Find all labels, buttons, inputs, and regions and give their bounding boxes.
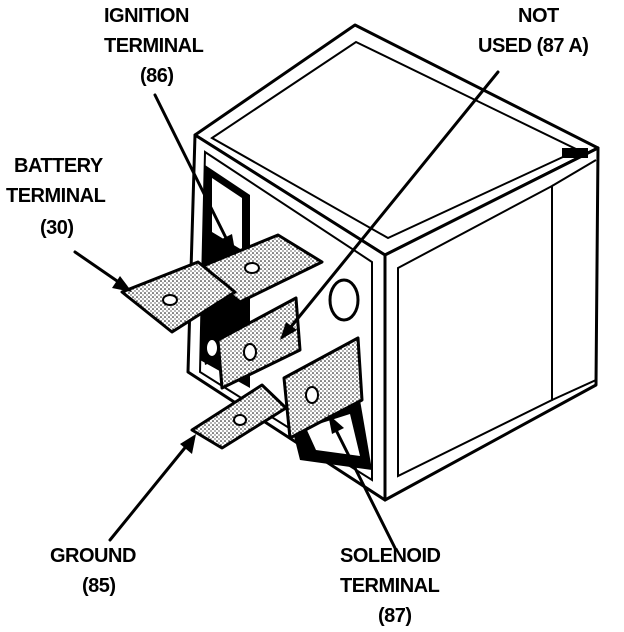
- label-not-used: NOT USED (87 A): [478, 5, 589, 57]
- battery-arrowhead: [112, 276, 132, 292]
- label-solenoid-line3: (87): [378, 605, 412, 627]
- label-solenoid-terminal: SOLENOID TERMINAL (87): [340, 545, 441, 627]
- terminal-87a-blade: [200, 296, 302, 390]
- terminal-30-blade: [120, 260, 237, 334]
- label-battery-line1: BATTERY: [14, 155, 104, 177]
- not-used-arrowhead: [280, 322, 297, 340]
- label-battery-line3: (30): [40, 217, 74, 239]
- label-ground: GROUND (85): [50, 545, 136, 597]
- label-solenoid-line2: TERMINAL: [340, 575, 440, 597]
- not-used-leader: [288, 70, 500, 330]
- ground-arrowhead: [180, 434, 196, 454]
- label-ground-line1: GROUND: [50, 545, 136, 567]
- label-ignition-line2: TERMINAL: [104, 35, 204, 57]
- label-battery-line2: TERMINAL: [6, 185, 106, 207]
- label-solenoid-line1: SOLENOID: [340, 545, 441, 567]
- label-ground-line2: (85): [82, 575, 116, 597]
- ignition-leader: [153, 93, 230, 244]
- terminal-87-blade: [282, 336, 364, 440]
- label-ignition-terminal: IGNITION TERMINAL (86): [104, 5, 204, 87]
- battery-leader: [73, 250, 122, 285]
- label-ignition-line3: (86): [140, 65, 174, 87]
- label-ignition-line1: IGNITION: [104, 5, 189, 27]
- label-battery-terminal: BATTERY TERMINAL (30): [6, 155, 106, 239]
- solenoid-leader: [333, 426, 397, 550]
- ignition-arrowhead: [220, 234, 236, 256]
- leader-lines: [73, 70, 500, 550]
- socket-hole: [328, 278, 360, 322]
- label-not-used-line2: USED (87 A): [478, 35, 588, 57]
- solenoid-arrowhead: [328, 414, 344, 434]
- label-not-used-line1: NOT: [518, 5, 559, 27]
- ground-leader: [108, 442, 190, 542]
